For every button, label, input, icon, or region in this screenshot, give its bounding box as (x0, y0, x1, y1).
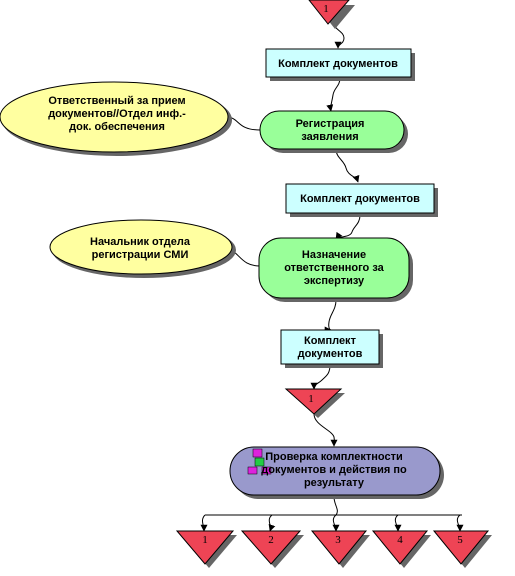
flow-line-doc3-to-mid (310, 364, 331, 390)
bottom-connector-5-label: 5 (457, 534, 463, 546)
process-registration-line-1: Регистрация (296, 118, 365, 130)
document-box-2-label: Комплект документов (300, 193, 420, 205)
actor-ellipse-1[interactable]: Ответственный за прием документов//Отдел… (0, 81, 232, 156)
document-box-1-label: Комплект документов (278, 58, 398, 70)
flow-line-branch-3 (332, 514, 340, 532)
bottom-connector-2[interactable]: 2 (240, 530, 304, 568)
mid-connector-triangle[interactable]: 1 (284, 388, 345, 418)
actor-2-line-2: регистрации СМИ (92, 249, 189, 261)
process-check-completeness[interactable]: Проверка комплектности документов и дейс… (229, 446, 444, 499)
actor-1-line-2: документов//Отдел инф.- (48, 108, 186, 120)
document-box-3-line-1: Комплект (304, 335, 357, 347)
bottom-connector-5[interactable]: 5 (432, 530, 492, 568)
top-connector-label: 1 (323, 3, 329, 15)
bottom-connector-2-label: 2 (268, 534, 274, 546)
process-check-line-3: результату (304, 477, 365, 489)
process-icon (247, 448, 272, 475)
process-registration-line-2: заявления (301, 131, 358, 143)
flow-line-reg-to-doc2 (335, 148, 360, 183)
process-assign-line-2: ответственного за (284, 262, 384, 274)
actor-ellipse-2[interactable]: Начальник отдела регистрации СМИ (49, 219, 236, 278)
process-assign-expert[interactable]: Назначение ответственного за экспертизу (258, 237, 413, 302)
actor-1-line-1: Ответственный за прием (48, 95, 185, 107)
bottom-connector-1[interactable]: 1 (175, 530, 237, 568)
actor-1-line-3: док. обеспечения (69, 121, 165, 133)
document-box-2[interactable]: Комплект документов (285, 183, 438, 217)
process-registration[interactable]: Регистрация заявления (259, 110, 408, 153)
flow-line-doc2-to-assign (335, 214, 361, 240)
flow-line-branch-4 (394, 514, 402, 532)
process-assign-line-1: Назначение (302, 249, 366, 261)
process-assign-line-3: экспертизу (304, 275, 365, 287)
flow-line-branch-5 (456, 514, 464, 532)
actor-2-line-1: Начальник отдела (90, 236, 191, 248)
process-check-line-1: Проверка комплектности (265, 451, 403, 463)
flow-line-start-to-doc1 (332, 23, 345, 49)
document-box-3[interactable]: Комплект документов (280, 329, 383, 368)
top-connector-triangle[interactable]: 1 (308, 0, 355, 29)
flow-line-check-branch-bus (205, 496, 462, 516)
flow-line-branch-2 (268, 514, 276, 532)
bottom-connector-3-label: 3 (335, 534, 341, 546)
bottom-connector-1-label: 1 (202, 534, 208, 546)
document-box-1[interactable]: Комплект документов (265, 48, 415, 81)
mid-connector-label: 1 (308, 393, 314, 405)
document-box-3-line-2: документов (298, 348, 363, 360)
flow-line-mid-to-check (313, 413, 338, 447)
flow-line-assign-to-doc3 (324, 299, 337, 334)
flow-line-branch-1 (200, 514, 208, 532)
bottom-connector-4[interactable]: 4 (371, 530, 431, 568)
bottom-connector-4-label: 4 (397, 534, 403, 546)
process-check-line-2: документов и действия по (261, 464, 407, 476)
flow-line-doc1-to-reg (326, 77, 341, 112)
bottom-connector-3[interactable]: 3 (310, 530, 370, 568)
